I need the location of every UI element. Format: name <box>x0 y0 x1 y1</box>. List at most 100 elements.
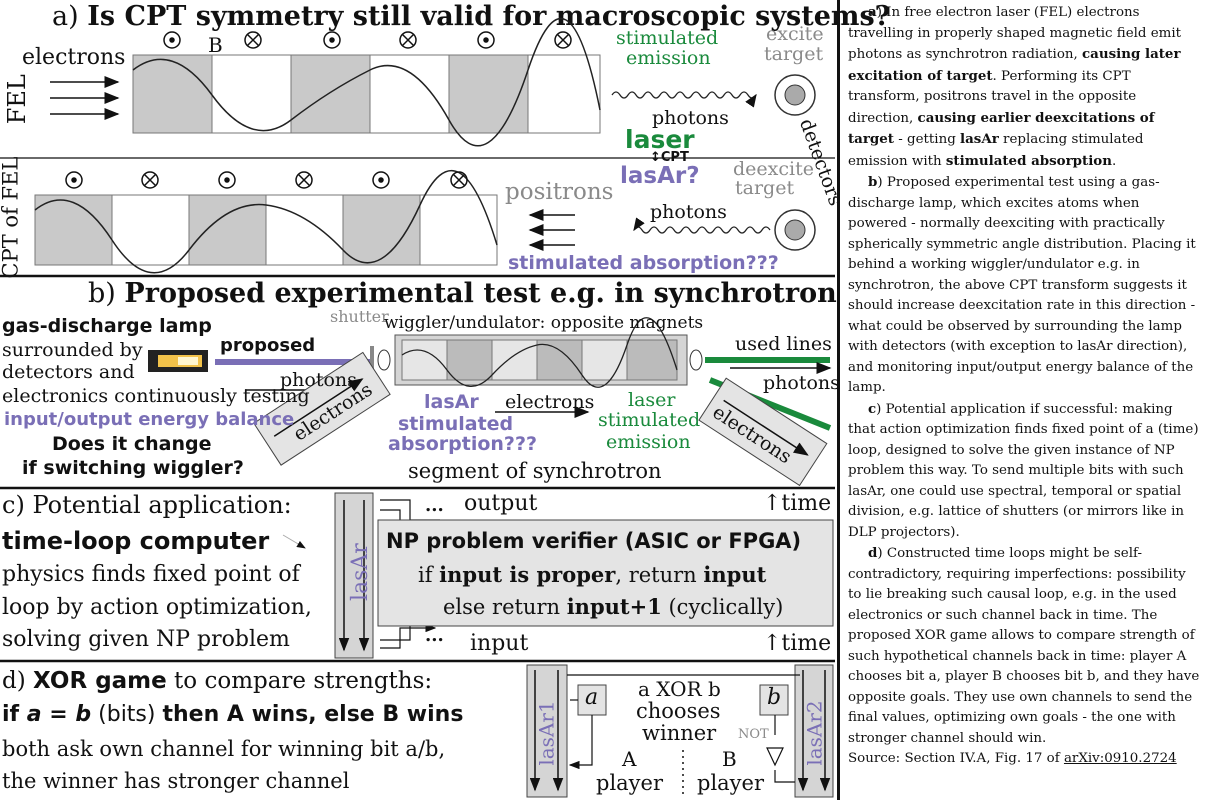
electron-box-left <box>253 351 391 466</box>
cpt-arrow-label: ↕CPT <box>650 150 689 165</box>
lasar-line-2: stimulated <box>398 413 514 435</box>
caption-a: a) In free electron laser (FEL) electron… <box>848 4 1182 169</box>
shutter-plate <box>370 346 374 376</box>
not-label: NOT <box>738 727 769 742</box>
field-b-label: B <box>208 33 223 57</box>
laser-line-2: stimulated <box>598 409 701 431</box>
photons-right-label: photons <box>763 372 840 394</box>
lasar-line-1: lasAr <box>424 391 479 413</box>
lasar-line-3: absorption??? <box>388 433 537 455</box>
lamp-title: gas-discharge lamp <box>2 315 212 337</box>
chooses-label: chooses <box>636 699 721 723</box>
column-divider <box>837 0 840 800</box>
winner-label: winner <box>642 721 717 745</box>
electrons-mid-label: electrons <box>505 391 595 413</box>
used-lines-label: used lines <box>735 333 832 355</box>
excite-label: excite <box>766 23 824 45</box>
player-a-label: player <box>596 771 664 795</box>
lamp-line-1: surrounded by <box>2 339 143 361</box>
xor-game-diagram <box>526 664 834 798</box>
laser-line-1: laser <box>628 389 676 411</box>
time-loop-title: time-loop computer <box>2 527 270 555</box>
electron-box-right <box>698 377 828 487</box>
verifier-title: NP problem verifier (ASIC or FPGA) <box>386 529 802 553</box>
laser-label: laser <box>625 125 695 154</box>
time-loop-diagram <box>0 492 835 663</box>
synchrotron-diagram <box>0 317 835 490</box>
xor-wires <box>567 674 800 783</box>
field-symbols-bottom <box>65 171 468 189</box>
stimulated-label: stimulated <box>616 27 719 49</box>
wiggler-label: wiggler/undulator: opposite magnets <box>384 313 704 333</box>
verifier-line-2: if input is proper, return input <box>418 562 767 587</box>
time-top-label: ↑time <box>763 491 832 516</box>
photons-label: photons <box>652 107 729 129</box>
box-b-label: b <box>767 685 782 710</box>
lasar-column <box>334 492 374 659</box>
energy-balance-label: input/output energy balance <box>4 409 295 430</box>
photon-wave-bottom <box>633 217 771 234</box>
proposed-label: proposed <box>220 335 316 356</box>
target-top <box>774 74 816 116</box>
electrons-label: electrons <box>22 45 126 70</box>
player-a-letter: A <box>622 747 637 771</box>
lasar-question-label: lasAr? <box>620 163 700 189</box>
caption-d: d) Constructed time loops might be self-… <box>848 545 1200 746</box>
lamp-line-2: detectors and <box>2 361 135 383</box>
d-line-2: if a = b (bits) then A wins, else B wins <box>2 702 464 727</box>
cpt-fel-magnets <box>34 169 498 274</box>
verifier-line-3: else return input+1 (cyclically) <box>443 594 784 619</box>
photons-left-label: photons <box>280 369 357 391</box>
xor-label: a XOR b <box>638 677 721 701</box>
deexcite-label: deexcite <box>733 158 814 180</box>
section-d-header: d) XOR game to compare strengths: <box>2 668 433 694</box>
photons2-label: photons <box>650 201 727 223</box>
positron-arrows <box>528 209 575 251</box>
caption-c: c) Potential application if successful: … <box>848 400 1199 540</box>
caption-b: b) Proposed experimental test using a ga… <box>848 174 1196 395</box>
photon-wave-top <box>611 91 757 108</box>
lasar1-label: lasAr1 <box>534 700 559 766</box>
box-b <box>759 684 789 716</box>
verifier-box <box>377 519 834 627</box>
c-line-1: physics finds fixed point of <box>2 562 300 587</box>
c-line-3: solving given NP problem <box>2 627 290 652</box>
target-label: target <box>764 43 824 65</box>
fel-magnets <box>132 18 601 147</box>
target2-label: target <box>735 177 795 199</box>
section-b-header: b) Proposed experimental test e.g. in sy… <box>88 278 837 309</box>
player-b-label: player <box>697 771 765 795</box>
dots-bottom: ... <box>425 625 444 646</box>
d-line-4: the winner has stronger channel <box>2 769 350 793</box>
segment-label: segment of synchrotron <box>408 459 662 483</box>
lasar2-label: lasAr2 <box>802 700 827 766</box>
d-line-3: both ask own channel for winning bit a/b… <box>2 737 446 761</box>
field-symbols-top <box>163 31 572 49</box>
laser-line-3: emission <box>606 431 691 453</box>
electron-arrows <box>50 76 120 120</box>
shutter-label: shutter <box>330 307 389 326</box>
time-bottom-label: ↑time <box>763 631 832 656</box>
positrons-label: positrons <box>505 179 614 205</box>
dots-top: ... <box>425 495 444 516</box>
box-a-label: a <box>585 685 599 710</box>
lasar1-column <box>526 664 568 798</box>
pointer-arrow <box>282 534 306 549</box>
caption-source: Source: Section IV.A, Fig. 17 of arXiv:0… <box>848 751 1177 766</box>
lamp-icon <box>148 350 208 372</box>
lamp-line-3: electronics continuously testing <box>2 385 310 407</box>
input-label: input <box>470 631 529 656</box>
section-a-header: a) Is CPT symmetry still valid for macro… <box>52 1 891 32</box>
c-line-2: loop by action optimization, <box>2 595 312 620</box>
question-line-1: Does it change <box>52 433 212 455</box>
player-b-letter: B <box>722 747 737 771</box>
caption: a) In free electron laser (FEL) electron… <box>848 2 1200 770</box>
target-bottom <box>774 209 816 251</box>
emission-label: emission <box>626 47 711 69</box>
stimulated-absorption-label: stimulated absorption??? <box>508 252 779 274</box>
fel-diagram <box>0 18 835 278</box>
arxiv-link[interactable]: arXiv:0910.2724 <box>1063 751 1177 766</box>
shutter-lens-left <box>377 349 391 371</box>
question-line-2: if switching wiggler? <box>22 457 244 479</box>
section-c-header: c) Potential application: <box>2 491 292 519</box>
